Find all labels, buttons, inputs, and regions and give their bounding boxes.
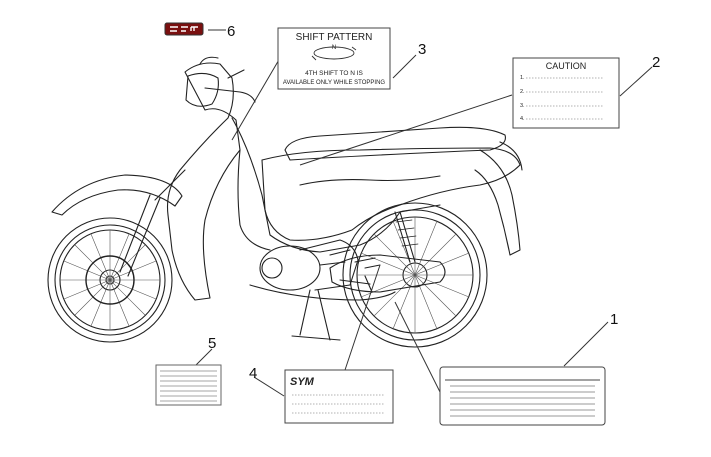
shift-pattern-title: SHIFT PATTERN — [296, 32, 373, 43]
caution-item-lines — [526, 77, 604, 120]
front-cowl — [166, 62, 241, 301]
chain-case — [329, 254, 446, 293]
callout-1: 1 — [610, 311, 618, 328]
exhaust — [249, 284, 396, 301]
side-body — [261, 147, 521, 241]
label-1-sticker — [439, 366, 606, 426]
seat — [284, 126, 506, 161]
front-fender — [51, 174, 183, 216]
leader-lines — [195, 29, 653, 397]
sym-logo: SYM — [290, 376, 315, 388]
rear-wheel — [342, 202, 488, 348]
callout-2: 2 — [652, 54, 660, 71]
caution-item-1: 1. — [520, 75, 525, 81]
caution-item-2: 2. — [520, 89, 525, 95]
callout-5: 5 — [208, 335, 216, 352]
front-wheel — [47, 217, 173, 343]
front-fork — [119, 169, 186, 277]
shift-note-line1: 4TH SHIFT TO N IS — [305, 70, 363, 77]
motorcycle-illustration — [47, 56, 523, 348]
shift-neutral-mark: N — [332, 45, 336, 51]
rear-fender — [474, 149, 521, 256]
callout-4: 4 — [249, 365, 257, 382]
shift-pattern-label: SHIFT PATTERN N 4TH SHIFT TO N IS AVAILA… — [277, 27, 391, 90]
caution-title: CAUTION — [546, 61, 587, 71]
caution-item-3: 3. — [520, 103, 525, 109]
efi-badge — [164, 22, 204, 36]
sym-info-label: SYM — [284, 369, 394, 424]
handlebar — [204, 69, 256, 103]
label-5-sticker — [155, 364, 222, 406]
center-stand — [291, 289, 341, 341]
callout-6: 6 — [227, 23, 235, 40]
caution-item-4: 4. — [520, 116, 525, 122]
shift-note-line2: AVAILABLE ONLY WHILE STOPPING — [283, 80, 385, 86]
caution-label: CAUTION 1. 2. 3. 4. — [512, 57, 620, 129]
callout-3: 3 — [418, 41, 426, 58]
